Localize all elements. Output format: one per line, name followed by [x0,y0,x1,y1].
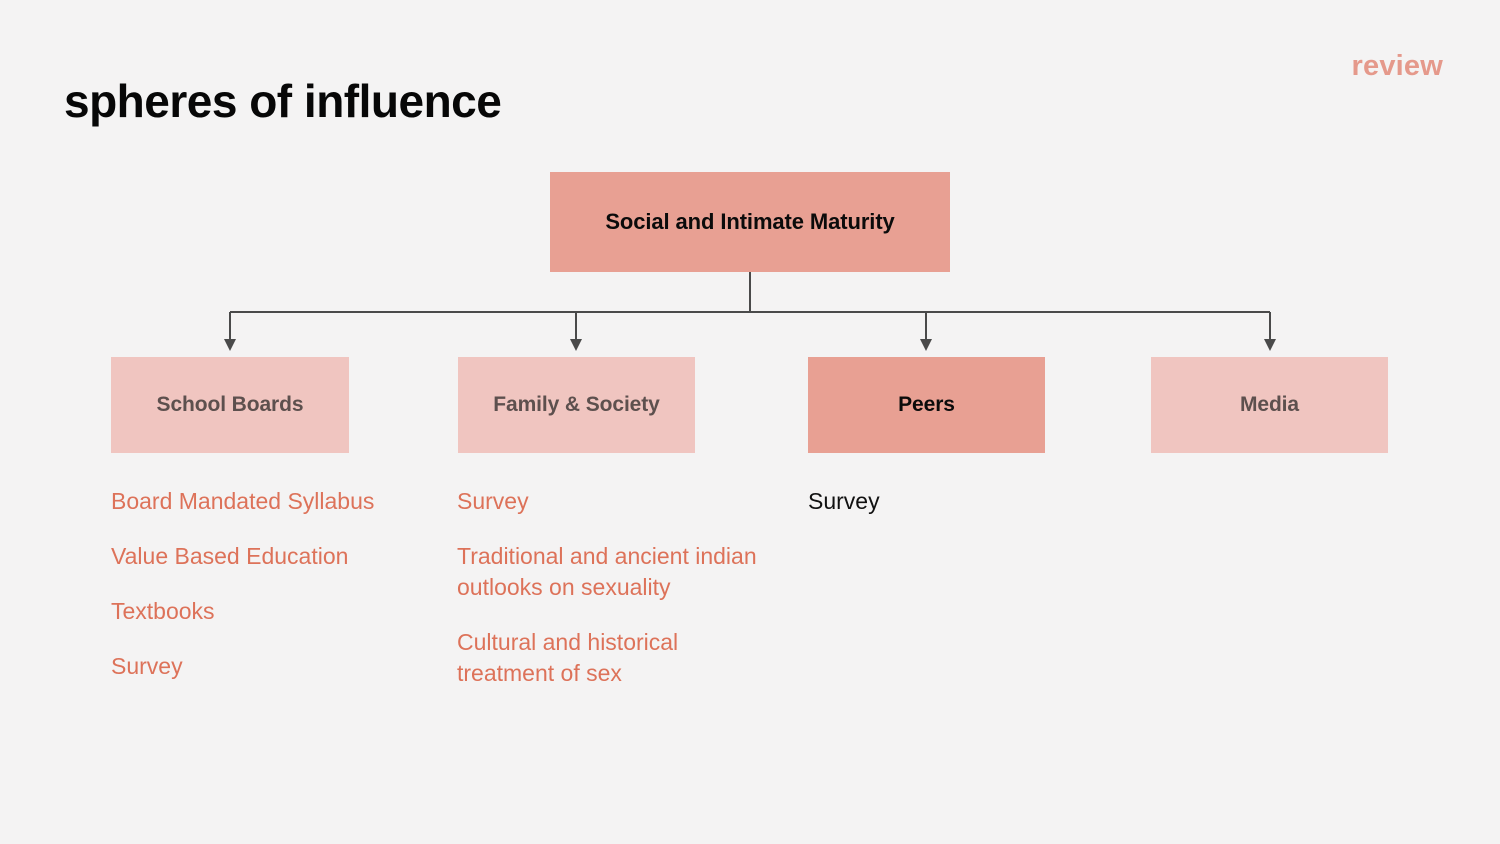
detail-list-school-boards: Board Mandated Syllabus Value Based Educ… [111,486,421,682]
arrowhead-3 [1264,339,1276,351]
node-school-boards[interactable]: School Boards [111,357,349,453]
list-item: Survey [457,488,529,514]
list-item: Cultural and historical treatment of sex [457,629,679,686]
detail-list-family-society: Survey Traditional and ancient indian ou… [457,486,757,689]
list-item: Survey [808,488,880,514]
node-family-society[interactable]: Family & Society [458,357,695,453]
list-item: Survey [111,653,183,679]
arrowhead-2 [920,339,932,351]
list-item: Traditional and ancient indian outlooks … [457,543,757,600]
arrowhead-1 [570,339,582,351]
node-peers[interactable]: Peers [808,357,1045,453]
arrowhead-0 [224,339,236,351]
list-item: Board Mandated Syllabus [111,488,375,514]
review-label: review [1351,50,1443,82]
page-title: spheres of influence [64,75,502,127]
node-media[interactable]: Media [1151,357,1388,453]
detail-list-peers: Survey [808,486,1108,517]
node-root[interactable]: Social and Intimate Maturity [550,172,950,272]
list-item: Textbooks [111,598,215,624]
list-item: Value Based Education [111,543,349,569]
